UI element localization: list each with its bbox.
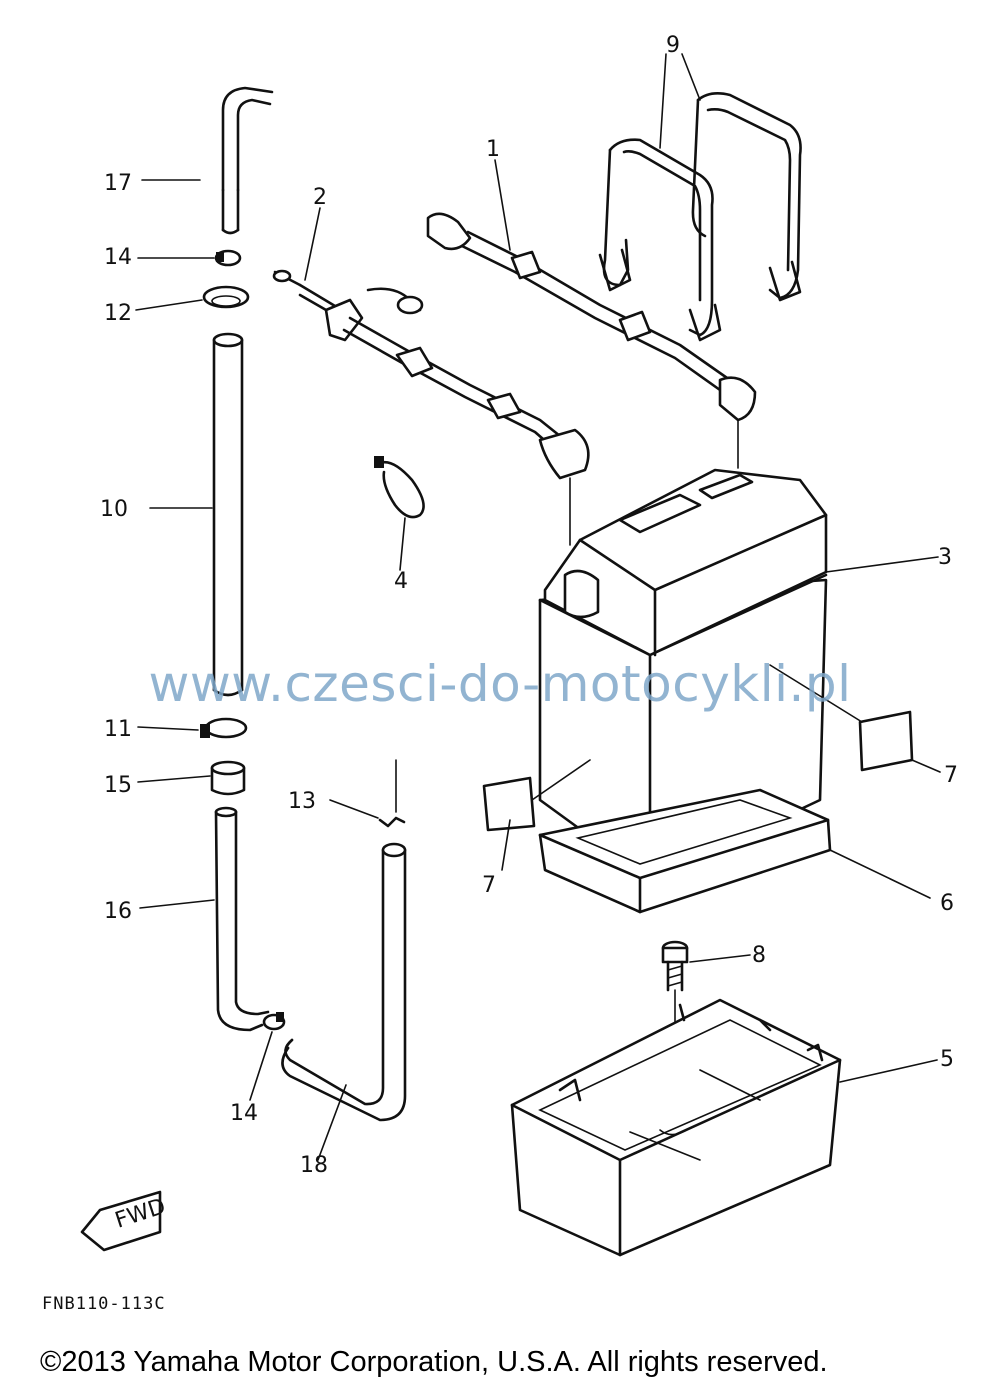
label-4: 4	[394, 569, 408, 594]
label-3: 3	[938, 545, 952, 570]
label-15: 15	[104, 773, 132, 798]
label-13: 13	[288, 789, 316, 814]
part-18-hose	[281, 842, 407, 1122]
label-6: 6	[940, 891, 954, 916]
label-9: 9	[666, 33, 680, 58]
part-9-straps	[598, 92, 802, 342]
label-7-right: 7	[944, 763, 958, 788]
label-17: 17	[104, 171, 132, 196]
copyright-notice: ©2013 Yamaha Motor Corporation, U.S.A. A…	[40, 1346, 828, 1378]
part-10-pipe	[212, 332, 244, 697]
label-7-left: 7	[482, 873, 496, 898]
fwd-arrow: FWD	[80, 1190, 169, 1252]
part-7-pad-left	[482, 759, 591, 832]
part-14-clip-top	[214, 249, 242, 267]
part-15-joint	[210, 760, 246, 796]
part-1-cable	[426, 212, 757, 469]
part-labels: 1 2 3 4 5 6 7 7 8 9 10 11 12 13 14 14 15…	[100, 33, 958, 1178]
drawing-code: FNB110-113C	[42, 1294, 166, 1314]
label-5: 5	[940, 1047, 954, 1072]
label-8: 8	[752, 943, 766, 968]
label-10: 10	[100, 497, 128, 522]
label-14-top: 14	[104, 245, 132, 270]
part-14-clip-bottom	[262, 1012, 286, 1031]
watermark-text: www.czesci-do-motocykli.pl	[148, 655, 852, 713]
part-5-case	[510, 998, 842, 1257]
label-14-bottom: 14	[230, 1101, 258, 1126]
part-17-hose	[221, 86, 274, 235]
label-11: 11	[104, 717, 132, 742]
part-16-hose	[214, 806, 270, 1032]
label-2: 2	[313, 185, 327, 210]
label-16: 16	[104, 899, 132, 924]
label-18: 18	[300, 1153, 328, 1178]
part-4-band	[374, 456, 425, 519]
label-12: 12	[104, 301, 132, 326]
label-1: 1	[486, 137, 500, 162]
part-13-clip	[378, 759, 406, 828]
part-11-clamp	[200, 717, 248, 739]
part-6-mat	[538, 788, 832, 914]
part-2-cable	[272, 269, 590, 546]
leader-lines	[135, 53, 941, 1161]
part-12-clamp	[202, 285, 250, 309]
